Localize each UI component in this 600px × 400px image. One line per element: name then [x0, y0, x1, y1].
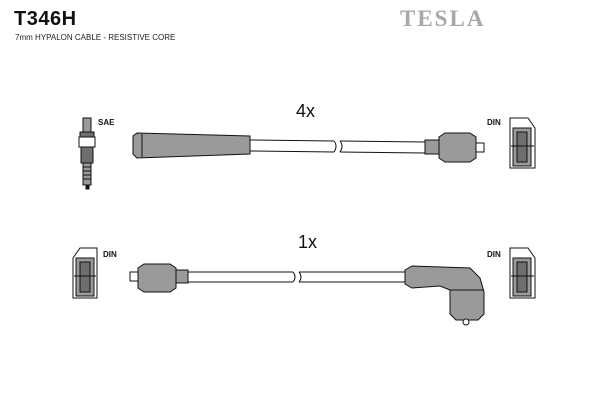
distributor-terminal-icon — [72, 247, 98, 299]
cable-1-quantity: 4x — [296, 101, 316, 121]
cable-1-left-terminal-label: SAE — [98, 118, 115, 127]
cable-2-wire — [188, 271, 405, 283]
cable-description: 7mm HYPALON CABLE - RESISTIVE CORE — [15, 33, 176, 42]
cable-1-right-connector — [424, 132, 485, 163]
cable-1-left-boot — [132, 132, 251, 159]
brand-logo: TESLA — [400, 6, 486, 31]
cable-2-quantity: 1x — [298, 232, 318, 252]
part-code: T346H — [14, 8, 77, 30]
distributor-terminal-icon — [509, 247, 536, 299]
cable-2-right-terminal-label: DIN — [487, 250, 501, 259]
spark-plug-icon — [78, 117, 96, 190]
cable-2-right-angled-boot — [404, 265, 485, 326]
distributor-terminal-icon — [509, 117, 536, 169]
cable-1-wire — [249, 139, 426, 154]
cable-1-right-terminal-label: DIN — [487, 118, 501, 127]
cable-2-left-connector — [129, 263, 189, 293]
cable-2-left-terminal-label: DIN — [103, 250, 117, 259]
